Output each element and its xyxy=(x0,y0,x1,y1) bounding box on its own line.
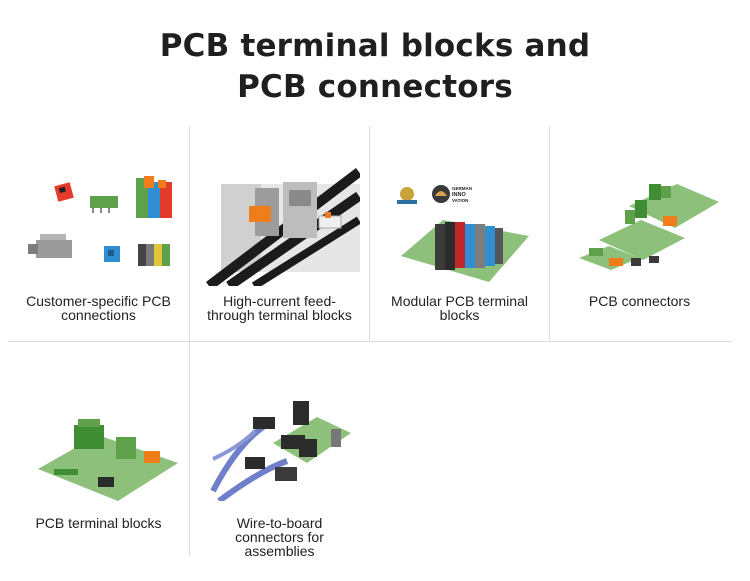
tile-pcb-terminal-blocks[interactable]: PCB terminal blocks xyxy=(8,341,189,556)
svg-text:INNO: INNO xyxy=(452,192,466,198)
pcb-terminal-board-icon xyxy=(18,351,179,501)
feed-through-terminal-icon xyxy=(199,136,360,286)
tile-pcb-connectors[interactable]: PCB connectors xyxy=(549,126,730,341)
product-category-grid: Customer-specific PCB connections High-c… xyxy=(8,126,732,559)
grid-divider xyxy=(8,341,732,342)
page-title-line-2: PCB connectors xyxy=(237,69,513,105)
tile-modular-pcb-terminal-blocks[interactable]: GERMAN INNO VATION Modular PCB terminal … xyxy=(369,126,550,341)
grid-divider xyxy=(549,126,550,341)
grid-divider xyxy=(369,126,370,341)
innovation-award-icon: GERMAN INNO VATION xyxy=(432,185,472,203)
award-badge-icon xyxy=(397,187,417,204)
tile-label: Modular PCB terminal blocks xyxy=(391,293,528,323)
tile-label: PCB connectors xyxy=(588,293,691,309)
page-title: PCB terminal blocks and PCB connectors xyxy=(0,26,750,108)
page-title-line-1: PCB terminal blocks and xyxy=(159,28,591,64)
tile-label: Customer-specific PCB connections xyxy=(26,293,171,323)
tile-label: High-current feed-through terminal block… xyxy=(207,293,352,323)
pcb-connectors-board-icon xyxy=(559,136,720,286)
svg-text:GERMAN: GERMAN xyxy=(452,186,472,191)
wire-to-board-icon xyxy=(199,351,360,501)
modular-terminal-board-icon: GERMAN INNO VATION xyxy=(379,136,540,286)
tile-high-current-feed-through-terminal-blocks[interactable]: High-current feed-through terminal block… xyxy=(189,126,370,341)
svg-text:VATION: VATION xyxy=(452,198,468,203)
tile-label: PCB terminal blocks xyxy=(35,515,162,531)
tile-label: Wire-to-board connectors for assemblies xyxy=(235,515,324,559)
assorted-connectors-icon xyxy=(18,136,179,286)
tile-wire-to-board-connectors[interactable]: Wire-to-board connectors for assemblies xyxy=(189,341,370,559)
tile-customer-specific-pcb-connections[interactable]: Customer-specific PCB connections xyxy=(8,126,189,341)
